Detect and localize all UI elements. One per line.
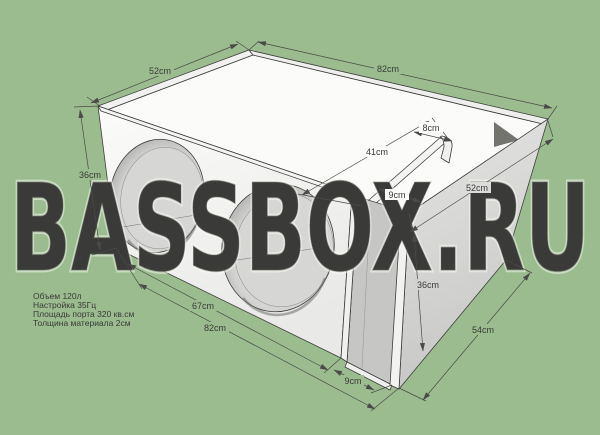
dim-top-width: 82cm (377, 64, 399, 74)
spec-port-area: Площадь порта 320 кв.см (33, 309, 135, 319)
dimension-label-backgrounds (76, 63, 497, 386)
dim-bottom-depth: 54cm (472, 325, 494, 335)
dim-port-wall-length: 41cm (366, 147, 388, 157)
dim-front-height: 36cm (79, 170, 101, 180)
dim-right-top-depth: 52cm (466, 183, 488, 193)
spec-tuning: Настройка 35Гц (33, 300, 96, 310)
dimension-labels: 52cm 82cm 36cm 41cm 8cm 9cm 52cm 36cm 67… (79, 64, 494, 386)
dim-port-rear-gap: 8cm (422, 123, 439, 133)
spec-volume: Объем 120л (33, 291, 82, 301)
dim-front-width: 82cm (204, 323, 226, 333)
dim-port-width-top: 9cm (388, 190, 405, 200)
dim-top-depth: 52cm (149, 66, 171, 76)
speaker-hole-left (109, 138, 205, 257)
dim-port-width-bottom: 9cm (344, 376, 361, 386)
dim-right-height: 36cm (417, 280, 439, 290)
dim-front-to-port: 67cm (192, 301, 214, 311)
spec-material: Толщина материала 2см (33, 318, 131, 328)
spec-text-block: Объем 120л Настройка 35Гц Площадь порта … (33, 291, 135, 328)
right-wall-front-edge (389, 209, 410, 390)
